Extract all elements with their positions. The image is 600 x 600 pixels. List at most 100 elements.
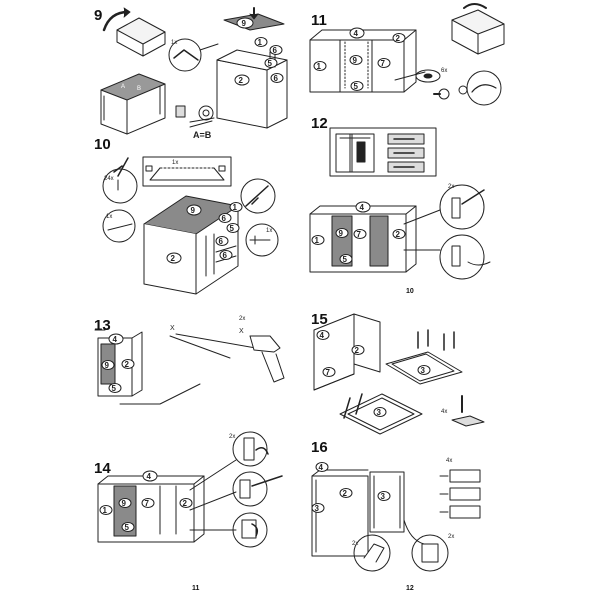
svg-text:9: 9 xyxy=(353,56,358,65)
flipped-cabinet-icon xyxy=(451,3,505,55)
detail-circle xyxy=(102,209,136,243)
svg-text:1: 1 xyxy=(233,203,238,212)
glide-icon xyxy=(415,69,441,83)
svg-text:1x: 1x xyxy=(172,160,178,166)
step-14-illustration: 4 1 9 7 2 5 2x xyxy=(97,431,283,548)
svg-text:2: 2 xyxy=(239,76,244,85)
svg-text:24x: 24x xyxy=(104,176,114,182)
step-number-14: 14 xyxy=(94,460,111,477)
detail-circle xyxy=(439,184,485,230)
svg-text:9: 9 xyxy=(339,229,344,238)
detail-circle xyxy=(245,223,279,257)
svg-text:5: 5 xyxy=(112,384,117,393)
step-13-illustration: 4 9 2 5 X X 2x xyxy=(94,316,285,405)
part-callout xyxy=(236,17,254,29)
svg-text:2: 2 xyxy=(183,499,188,508)
wall-line xyxy=(94,329,231,359)
svg-text:1: 1 xyxy=(317,62,322,71)
wall-diagram xyxy=(335,133,375,173)
step-12-illustration: 4 1 9 7 2 5 2x xyxy=(309,127,491,280)
svg-text:2: 2 xyxy=(125,360,130,369)
leader-line xyxy=(403,519,425,545)
svg-text:1: 1 xyxy=(315,236,320,245)
svg-text:3: 3 xyxy=(377,408,382,417)
svg-text:2: 2 xyxy=(396,34,401,43)
flipped-cabinet-icon xyxy=(116,17,166,57)
detail-circle xyxy=(411,534,449,572)
leader-line xyxy=(189,459,237,531)
svg-text:9: 9 xyxy=(105,361,110,370)
wall-warning-frame xyxy=(329,127,437,177)
page-number: 10 xyxy=(406,288,414,295)
corner-label-b: B xyxy=(137,86,141,92)
svg-text:2: 2 xyxy=(343,489,348,498)
step-16-illustration: 4 2 3 3 4x 2x 2x xyxy=(311,458,481,572)
quantity-label: 1x xyxy=(171,40,177,46)
tape-measure-icon xyxy=(175,105,186,118)
svg-text:5: 5 xyxy=(268,59,273,68)
detail-circle xyxy=(168,38,202,72)
step-10-illustration: 1x 24x 1x 9 2 xyxy=(102,156,279,295)
svg-text:4: 4 xyxy=(147,472,152,481)
detail-frame xyxy=(142,156,232,187)
hinge-adjust-icon xyxy=(439,469,481,519)
detail-circle xyxy=(232,471,268,507)
svg-text:7: 7 xyxy=(145,499,150,508)
leader-line xyxy=(199,43,219,51)
screwdriver-icon xyxy=(251,475,283,487)
svg-text:2x: 2x xyxy=(448,184,454,190)
svg-text:6: 6 xyxy=(274,74,279,83)
svg-text:3: 3 xyxy=(421,366,426,375)
step-number-15: 15 xyxy=(311,311,328,328)
leader-line xyxy=(394,71,426,81)
svg-text:2: 2 xyxy=(396,230,401,239)
svg-text:4: 4 xyxy=(360,203,365,212)
svg-text:5: 5 xyxy=(230,224,235,233)
cabinet-front xyxy=(309,205,417,273)
svg-text:6: 6 xyxy=(273,46,278,55)
svg-text:2x: 2x xyxy=(352,541,358,547)
step-number-11: 11 xyxy=(311,12,327,29)
step-9-illustration: 1x 9 2 1 6 5 6 xyxy=(100,7,288,140)
cabinet-lying xyxy=(313,313,381,391)
svg-text:5: 5 xyxy=(354,82,359,91)
page-number: 12 xyxy=(406,585,414,592)
step-number-10: 10 xyxy=(94,136,111,153)
svg-text:1x: 1x xyxy=(106,214,112,220)
hinge-icon xyxy=(451,415,485,427)
screw-icon xyxy=(417,329,455,351)
svg-text:4: 4 xyxy=(319,463,324,472)
step-number-12: 12 xyxy=(311,115,328,132)
arrow-head-icon xyxy=(123,7,131,18)
svg-text:4: 4 xyxy=(320,331,325,340)
svg-text:9: 9 xyxy=(122,499,127,508)
svg-text:2: 2 xyxy=(171,254,176,263)
detail-circle xyxy=(102,168,138,204)
cabinet-side xyxy=(97,331,143,397)
leader-line xyxy=(403,209,441,251)
svg-text:7: 7 xyxy=(326,368,331,377)
svg-text:4: 4 xyxy=(354,29,359,38)
svg-text:2x: 2x xyxy=(229,434,235,440)
cabinet-upright xyxy=(309,29,417,93)
mark-label: X xyxy=(239,328,244,335)
svg-text:5: 5 xyxy=(125,523,130,532)
svg-text:4x: 4x xyxy=(446,458,452,464)
svg-text:6: 6 xyxy=(219,237,224,246)
svg-text:6x: 6x xyxy=(441,68,447,74)
svg-text:6: 6 xyxy=(223,251,228,260)
hammer-icon xyxy=(113,157,129,177)
svg-text:7: 7 xyxy=(381,59,386,68)
detail-circle xyxy=(439,234,485,280)
svg-text:5: 5 xyxy=(343,255,348,264)
screwdriver-icon xyxy=(461,189,485,205)
step-15-illustration: 4 7 2 3 3 4x xyxy=(313,313,485,435)
drill-icon xyxy=(175,333,285,383)
tape-measure-icon xyxy=(198,105,214,121)
detail-circle xyxy=(232,431,268,467)
svg-text:1x: 1x xyxy=(266,228,272,234)
cabinet-with-door-hinges xyxy=(97,475,205,543)
svg-text:3: 3 xyxy=(315,504,320,513)
